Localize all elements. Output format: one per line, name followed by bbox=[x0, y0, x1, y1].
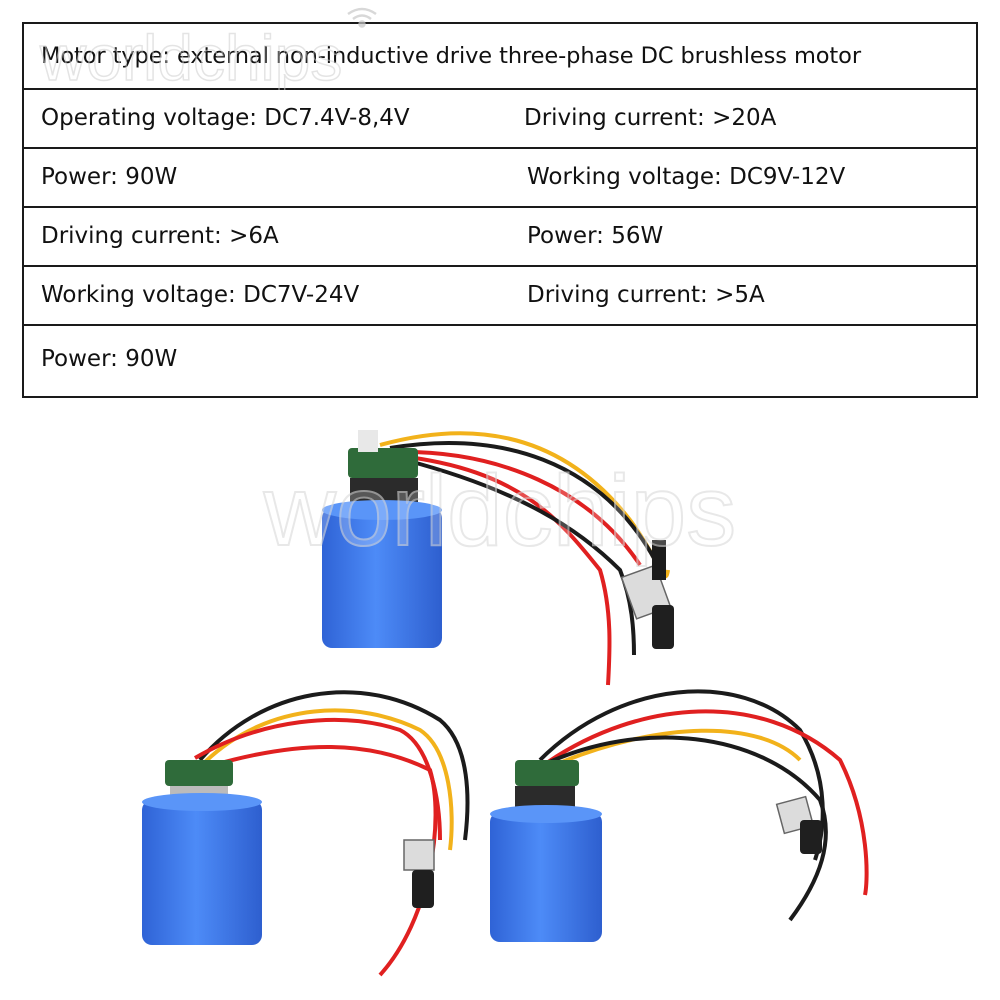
spec-cell: Driving current: >20A bbox=[524, 105, 777, 131]
spec-cell: Power: 90W bbox=[41, 346, 178, 372]
spec-row: Operating voltage: DC7.4V-8,4V Driving c… bbox=[24, 90, 976, 149]
spec-cell: Working voltage: DC9V-12V bbox=[527, 164, 846, 190]
product-photo: worldchips bbox=[142, 426, 869, 977]
spec-cell: Power: 56W bbox=[527, 223, 664, 249]
spec-motor-type: Motor type: external non-inductive drive… bbox=[41, 43, 861, 69]
spec-cell: Working voltage: DC7V-24V bbox=[41, 282, 360, 308]
spec-cell: Operating voltage: DC7.4V-8,4V bbox=[41, 105, 410, 131]
watermark-text: worldchips bbox=[263, 455, 736, 567]
spec-cell: Driving current: >5A bbox=[527, 282, 765, 308]
spec-row: Driving current: >6A Power: 56W bbox=[24, 208, 976, 267]
spec-row: Power: 90W Working voltage: DC9V-12V bbox=[24, 149, 976, 208]
spec-row: Power: 90W bbox=[24, 326, 976, 395]
motor-unit-top bbox=[322, 430, 674, 686]
watermark-photo: worldchips bbox=[262, 426, 737, 568]
wifi-signal-icon bbox=[627, 426, 673, 457]
spec-cell: Power: 90W bbox=[41, 164, 178, 190]
spec-row: Working voltage: DC7V-24V Driving curren… bbox=[24, 267, 976, 326]
motor-unit-right bbox=[490, 689, 869, 942]
spec-row-motor-type: Motor type: external non-inductive drive… bbox=[24, 24, 976, 90]
spec-table: Motor type: external non-inductive drive… bbox=[22, 22, 978, 398]
motor-unit-left bbox=[142, 690, 470, 977]
spec-cell: Driving current: >6A bbox=[41, 223, 279, 249]
